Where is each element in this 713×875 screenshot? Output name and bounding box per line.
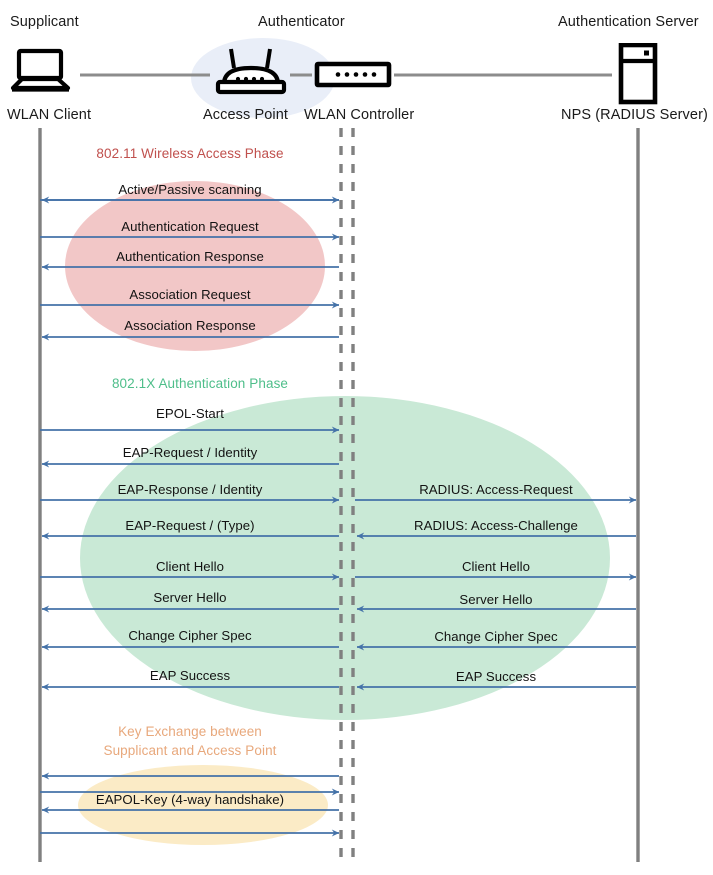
msg-label-authentication-request: Authentication Request bbox=[121, 219, 259, 234]
msg-label-client-hello-right: Client Hello bbox=[461, 559, 531, 574]
msg-label-association-request: Association Request bbox=[129, 287, 251, 302]
msg-label-eap-request-identity: EAP-Request / Identity bbox=[122, 445, 258, 460]
msg-label-eapol-key-handshake: EAPOL-Key (4-way handshake) bbox=[95, 792, 285, 807]
msg-label-change-cipher-spec-left: Change Cipher Spec bbox=[128, 628, 252, 643]
phase-ellipse-wireless bbox=[65, 181, 325, 351]
node-label-wlan-controller: WLAN Controller bbox=[304, 107, 415, 123]
msg-label-eapol-start: EPOL-Start bbox=[156, 406, 224, 421]
phase-title-key-exchange-line1: Key Exchange between bbox=[118, 724, 262, 739]
phase-title-key-exchange-line2: Supplicant and Access Point bbox=[103, 743, 277, 758]
role-title-authenticator: Authenticator bbox=[258, 14, 345, 30]
msg-label-server-hello-left: Server Hello bbox=[153, 590, 227, 605]
node-label-wlan-client: WLAN Client bbox=[7, 107, 92, 123]
msg-label-radius-access-request: RADIUS: Access-Request bbox=[419, 482, 573, 497]
server-icon bbox=[613, 42, 663, 110]
msg-label-client-hello-left: Client Hello bbox=[155, 559, 225, 574]
msg-label-association-response: Association Response bbox=[124, 318, 256, 333]
wlan-controller-icon bbox=[314, 60, 394, 95]
phase-title-key-exchange: Key Exchange between Supplicant and Acce… bbox=[40, 722, 340, 760]
node-label-access-point: Access Point bbox=[203, 107, 289, 123]
phase-ellipse-keyexchange bbox=[78, 765, 328, 845]
msg-label-eap-success-left: EAP Success bbox=[149, 668, 231, 683]
msg-label-eap-success-right: EAP Success bbox=[455, 669, 537, 684]
role-title-authentication-server: Authentication Server bbox=[558, 14, 699, 30]
msg-label-change-cipher-spec-right: Change Cipher Spec bbox=[434, 629, 558, 644]
access-point-icon bbox=[212, 44, 292, 103]
phase-ellipse-dot1x bbox=[80, 396, 610, 720]
msg-label-server-hello-right: Server Hello bbox=[459, 592, 533, 607]
node-label-nps: NPS (RADIUS Server) bbox=[561, 107, 708, 123]
msg-label-radius-access-challenge: RADIUS: Access-Challenge bbox=[414, 518, 578, 533]
phase-title-dot1x-auth: 802.1X Authentication Phase bbox=[111, 376, 289, 391]
phase-title-wireless-access: 802.11 Wireless Access Phase bbox=[96, 146, 284, 161]
msg-label-authentication-response: Authentication Response bbox=[116, 249, 264, 264]
msg-label-eap-response-identity: EAP-Response / Identity bbox=[117, 482, 263, 497]
laptop-icon bbox=[10, 48, 78, 101]
msg-label-eap-request-type: EAP-Request / (Type) bbox=[125, 518, 255, 533]
role-title-supplicant: Supplicant bbox=[10, 14, 79, 30]
msg-label-active-passive-scanning: Active/Passive scanning bbox=[118, 182, 262, 197]
